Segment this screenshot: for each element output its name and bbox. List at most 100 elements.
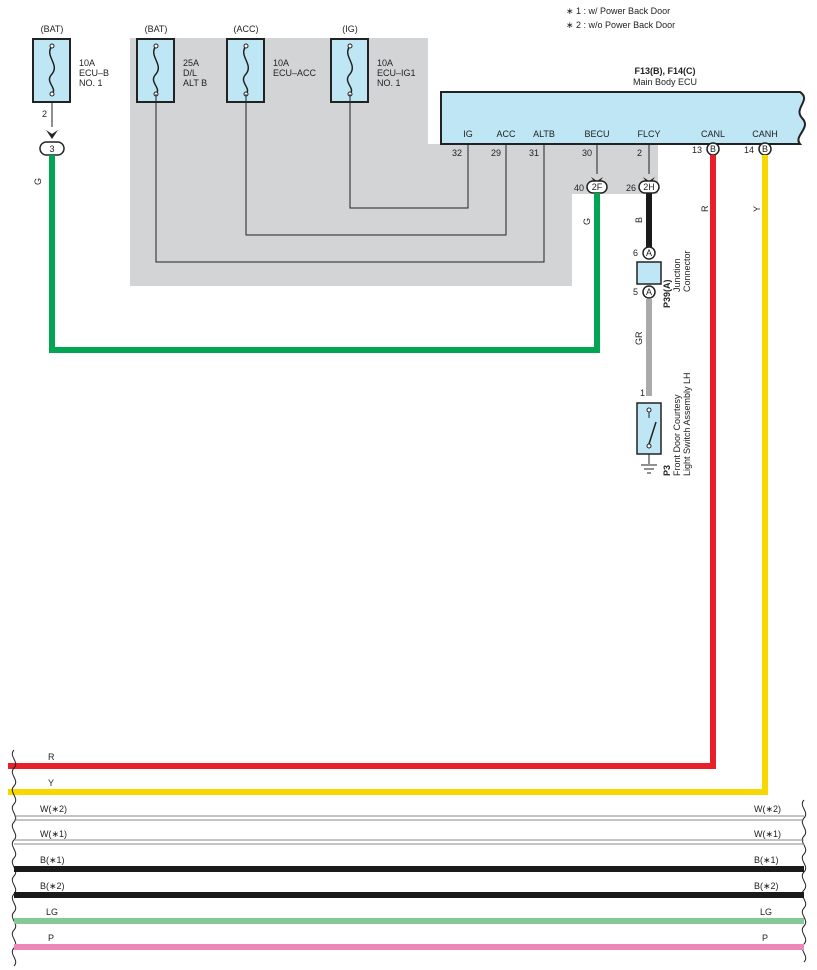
- wire-color-b: B: [634, 217, 644, 223]
- fuse-ecu-acc: (ACC) 10A ECU–ACC: [226, 24, 317, 103]
- fuse-body: [226, 38, 265, 103]
- fuse-icon: [152, 45, 159, 95]
- bus-label-left: R: [48, 752, 55, 762]
- svg-text:3: 3: [49, 144, 54, 154]
- bus-label-right: B(∗1): [754, 855, 779, 865]
- junction-id: P39(A): [662, 279, 672, 308]
- terminal-canl: CANL: [701, 129, 725, 139]
- fuse-icon: [242, 45, 249, 95]
- svg-text:2F: 2F: [592, 182, 603, 192]
- wire-color-r: R: [700, 205, 710, 212]
- internal-wires: [155, 94, 545, 263]
- fuse-name-2: NO. 1: [377, 78, 401, 88]
- pin-14: 14: [744, 145, 754, 155]
- svg-text:A: A: [646, 287, 652, 297]
- junction-name-2: Connector: [682, 250, 692, 292]
- fuse-rating: 10A: [79, 58, 95, 68]
- ecu-name: Main Body ECU: [633, 77, 697, 87]
- pin-31: 31: [529, 148, 539, 158]
- pin-29: 29: [491, 148, 501, 158]
- bus-label-right: P: [762, 933, 768, 943]
- junction-pin-top: 6: [633, 248, 638, 258]
- fuse-name-2: ALT B: [183, 78, 207, 88]
- bus-label-right: W(∗2): [754, 804, 781, 814]
- bus-label-left: W(∗2): [40, 804, 67, 814]
- switch-pin: 1: [640, 388, 645, 398]
- fuse-body: [136, 38, 175, 103]
- bus-label-right: B(∗2): [754, 881, 779, 891]
- connector-arrow-icon: [46, 130, 58, 139]
- terminal-flcy: FLCY: [637, 129, 660, 139]
- fuse-rating: 10A: [377, 58, 393, 68]
- wire-color-gr: GR: [634, 331, 644, 345]
- door-switch-p3: 1 P3 Front Door Courtesy Light Switch As…: [636, 372, 692, 476]
- bus-label-left: W(∗1): [40, 829, 67, 839]
- bus-label-left: P: [48, 933, 54, 943]
- note-2: ∗ 2 : w/o Power Back Door: [566, 20, 675, 30]
- junction-pin-bottom: 5: [633, 287, 638, 297]
- bus-wires: R Y W(∗2) W(∗2) W(∗1) W(∗1) B(∗1) B(∗1) …: [11, 749, 807, 967]
- terminal-becu: BECU: [584, 129, 609, 139]
- fuse-name: ECU–B: [79, 68, 109, 78]
- switch-name-1: Front Door Courtesy: [672, 394, 682, 476]
- fuse-rating: 10A: [273, 58, 289, 68]
- fuse-body: [330, 38, 369, 103]
- switch-id: P3: [662, 465, 672, 476]
- pin-2: 2: [637, 148, 642, 158]
- wire-red-canl: [8, 155, 716, 769]
- connector-2f-pin: 40: [574, 183, 584, 193]
- fuse-name: D/L: [183, 68, 197, 78]
- terminal-ig: IG: [463, 129, 473, 139]
- svg-text:2H: 2H: [643, 182, 655, 192]
- bus-label-left: LG: [46, 907, 58, 917]
- fuse-source-label: (IG): [342, 24, 358, 34]
- junction-body: [636, 261, 662, 285]
- pin-30: 30: [582, 148, 592, 158]
- fuse-icon: [346, 45, 353, 95]
- wire-color-g: G: [33, 178, 43, 185]
- fuse-ecu-b-no1: (BAT) 10A ECU–B NO. 1 2 3 G: [32, 24, 109, 185]
- bus-label-left: B(∗2): [40, 881, 65, 891]
- svg-text:B: B: [710, 144, 716, 154]
- connector-2h-pin: 26: [626, 183, 636, 193]
- wire-color-y: Y: [752, 206, 762, 212]
- right-break-mark: [801, 799, 807, 963]
- wire-yellow-canh: [8, 155, 768, 795]
- fuse-icon: [48, 45, 55, 95]
- terminal-canh: CANH: [752, 129, 778, 139]
- fuse-source-label: (BAT): [41, 24, 64, 34]
- svg-text:A: A: [646, 248, 652, 258]
- wire-color-g-2: G: [582, 218, 592, 225]
- ecu-body: [440, 91, 806, 145]
- fuse-pin: 2: [42, 109, 47, 119]
- switch-icon: [648, 421, 657, 445]
- note-1: ∗ 1 : w/ Power Back Door: [566, 6, 670, 16]
- ecu-id: F13(B), F14(C): [634, 66, 695, 76]
- terminal-acc: ACC: [496, 129, 516, 139]
- bus-label-right: W(∗1): [754, 829, 781, 839]
- fuse-name-2: NO. 1: [79, 78, 103, 88]
- svg-text:B: B: [762, 144, 768, 154]
- pin-32: 32: [452, 148, 462, 158]
- pin-13: 13: [692, 145, 702, 155]
- main-body-ecu: F13(B), F14(C) Main Body ECU IG ACC ALTB…: [440, 66, 806, 158]
- junction-name-1: Junction: [672, 258, 682, 292]
- fuse-source-label: (ACC): [234, 24, 259, 34]
- fuse-rating: 25A: [183, 58, 199, 68]
- left-break-mark: [11, 749, 17, 967]
- fuse-dl-alt-b: (BAT) 25A D/L ALT B: [136, 24, 207, 103]
- fuse-name: ECU–IG1: [377, 68, 416, 78]
- switch-name-2: Light Switch Assembly LH: [682, 372, 692, 476]
- junction-connector-p39: A 6 A 5 P39(A) Junction Connector GR: [633, 246, 692, 345]
- fuse-ecu-ig1-no1: (IG) 10A ECU–IG1 NO. 1: [330, 24, 416, 103]
- wire-green: [49, 155, 600, 353]
- terminal-altb: ALTB: [533, 129, 555, 139]
- ground-icon: [641, 464, 657, 474]
- fuse-source-label: (BAT): [145, 24, 168, 34]
- bus-label-left: Y: [48, 778, 54, 788]
- bus-label-right: LG: [760, 907, 772, 917]
- fuse-name: ECU–ACC: [273, 68, 317, 78]
- bus-label-left: B(∗1): [40, 855, 65, 865]
